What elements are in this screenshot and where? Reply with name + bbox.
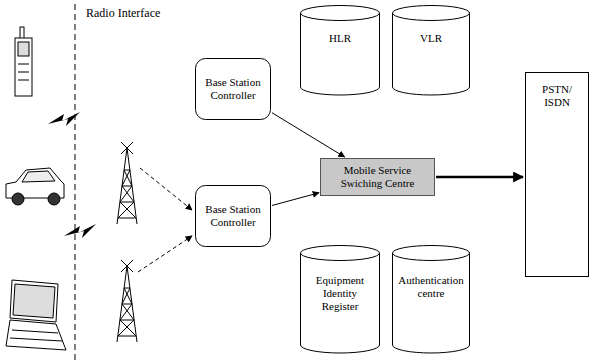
tower-link [138,236,192,272]
interface-label: Radio Interface [86,6,160,21]
controller-box: Base Station Controller [195,185,271,247]
radio-link-bolt [64,224,96,238]
database-cylinder: HLR [300,5,380,95]
base-station-tower [117,260,137,342]
connector-arrow [272,193,319,206]
node-label: VLR [420,32,442,45]
radio-interface-line [75,4,76,361]
connector-arrow [272,113,345,157]
node-outline [300,5,380,95]
car [6,168,64,205]
connector-arrow [436,176,523,179]
radio-link-bolt [48,112,80,126]
node-outline [392,5,470,95]
controller-box: Base Station Controller [195,58,271,120]
database-cylinder: Equipment Identity Register [300,245,380,353]
tower-link [140,168,192,210]
node-label: Mobile Service Swiching Centre [324,164,431,190]
node-label: Base Station Controller [199,203,267,229]
node-label: Authentication centre [396,274,466,300]
node-label: PSTN/ ISDN [529,83,585,109]
node-label: Equipment Identity Register [304,274,376,314]
network-box: PSTN/ ISDN [525,72,589,277]
node-label: HLR [329,32,351,45]
database-cylinder: VLR [392,5,470,95]
base-station-tower [117,142,137,224]
switching-centre-box: Mobile Service Swiching Centre [320,158,435,196]
database-cylinder: Authentication centre [392,245,470,353]
node-label: Base Station Controller [199,76,267,102]
laptop [6,280,66,350]
mobile-phone [15,27,32,96]
